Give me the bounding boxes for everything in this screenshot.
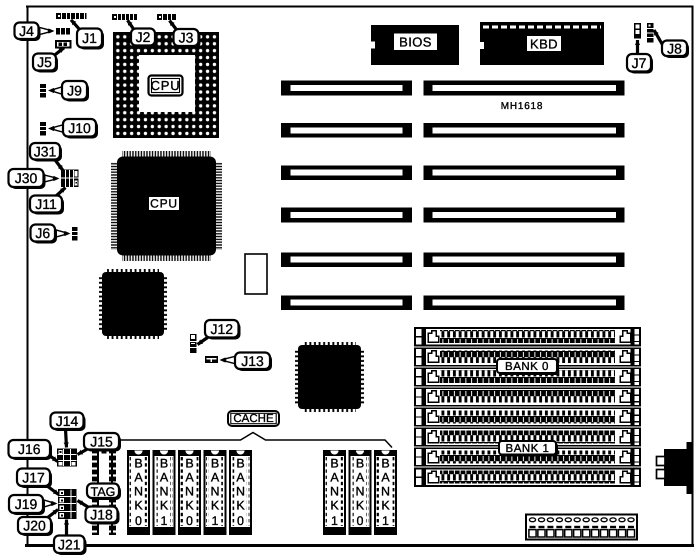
svg-text:A: A bbox=[356, 471, 365, 485]
svg-text:J19: J19 bbox=[15, 496, 38, 512]
svg-text:A: A bbox=[134, 471, 143, 485]
svg-text:J31: J31 bbox=[34, 143, 57, 159]
svg-text:0: 0 bbox=[357, 514, 364, 528]
svg-text:0: 0 bbox=[186, 514, 193, 528]
svg-text:J5: J5 bbox=[37, 54, 52, 70]
svg-text:1: 1 bbox=[382, 514, 389, 528]
svg-text:N: N bbox=[185, 485, 194, 499]
svg-text:BANK 1: BANK 1 bbox=[506, 443, 550, 455]
svg-text:B: B bbox=[134, 457, 142, 471]
svg-text:A: A bbox=[330, 471, 339, 485]
svg-text:0: 0 bbox=[135, 514, 142, 528]
svg-text:N: N bbox=[159, 485, 168, 499]
svg-text:K: K bbox=[381, 499, 390, 513]
svg-text:J13: J13 bbox=[241, 353, 264, 369]
svg-text:J9: J9 bbox=[67, 82, 82, 98]
svg-text:KBD: KBD bbox=[530, 36, 558, 51]
svg-text:0: 0 bbox=[237, 514, 244, 528]
svg-text:N: N bbox=[330, 485, 339, 499]
svg-text:J4: J4 bbox=[19, 23, 34, 39]
svg-text:K: K bbox=[211, 499, 220, 513]
svg-text:J30: J30 bbox=[15, 170, 38, 186]
svg-text:N: N bbox=[210, 485, 219, 499]
svg-text:K: K bbox=[160, 499, 169, 513]
svg-text:B: B bbox=[330, 457, 338, 471]
svg-text:J20: J20 bbox=[23, 518, 46, 534]
svg-text:B: B bbox=[381, 457, 389, 471]
svg-text:J1: J1 bbox=[82, 30, 97, 46]
svg-text:A: A bbox=[381, 471, 390, 485]
svg-text:TAG: TAG bbox=[91, 485, 116, 499]
svg-text:B: B bbox=[236, 457, 244, 471]
svg-text:MH1618: MH1618 bbox=[501, 101, 544, 112]
svg-text:J3: J3 bbox=[179, 30, 194, 46]
svg-text:A: A bbox=[160, 471, 169, 485]
svg-text:J17: J17 bbox=[22, 469, 45, 485]
svg-text:B: B bbox=[356, 457, 364, 471]
svg-text:B: B bbox=[185, 457, 193, 471]
svg-text:B: B bbox=[211, 457, 219, 471]
svg-text:J14: J14 bbox=[56, 413, 79, 429]
svg-text:CPU: CPU bbox=[151, 78, 181, 93]
svg-text:J10: J10 bbox=[68, 120, 91, 136]
svg-text:J12: J12 bbox=[210, 321, 233, 337]
svg-text:1: 1 bbox=[161, 514, 168, 528]
svg-text:CPU: CPU bbox=[150, 197, 178, 211]
svg-text:BANK 0: BANK 0 bbox=[505, 361, 549, 373]
svg-text:A: A bbox=[211, 471, 220, 485]
svg-text:K: K bbox=[134, 499, 143, 513]
svg-text:N: N bbox=[236, 485, 245, 499]
svg-text:A: A bbox=[185, 471, 194, 485]
svg-text:J6: J6 bbox=[35, 225, 50, 241]
svg-text:K: K bbox=[185, 499, 194, 513]
svg-text:K: K bbox=[330, 499, 339, 513]
svg-text:J16: J16 bbox=[18, 441, 41, 457]
svg-text:1: 1 bbox=[331, 514, 338, 528]
svg-text:K: K bbox=[236, 499, 245, 513]
svg-text:N: N bbox=[381, 485, 390, 499]
svg-text:J2: J2 bbox=[136, 29, 151, 45]
svg-text:J7: J7 bbox=[632, 55, 647, 71]
svg-text:BIOS: BIOS bbox=[399, 34, 432, 49]
svg-text:N: N bbox=[134, 485, 143, 499]
svg-text:J15: J15 bbox=[90, 433, 113, 449]
svg-text:J11: J11 bbox=[35, 196, 57, 212]
svg-text:J21: J21 bbox=[58, 536, 81, 552]
svg-text:N: N bbox=[355, 485, 364, 499]
svg-text:CACHE: CACHE bbox=[233, 413, 274, 425]
svg-text:J8: J8 bbox=[667, 40, 682, 56]
svg-text:J18: J18 bbox=[90, 507, 113, 523]
svg-text:1: 1 bbox=[212, 514, 219, 528]
svg-text:A: A bbox=[236, 471, 245, 485]
svg-text:K: K bbox=[356, 499, 365, 513]
svg-text:B: B bbox=[160, 457, 168, 471]
